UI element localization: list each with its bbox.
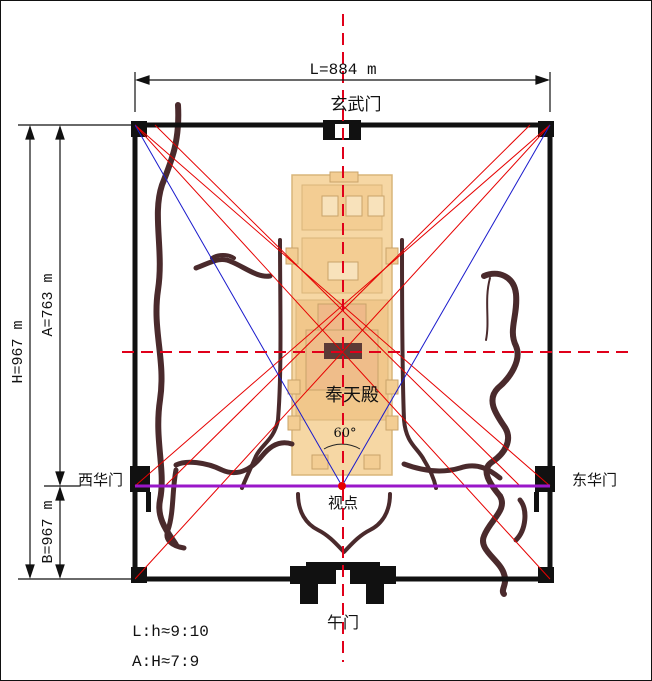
- gate-wing-se: [366, 582, 384, 604]
- label-north-gate: 玄武门: [331, 95, 382, 115]
- label-angle: 60°: [333, 426, 356, 441]
- label-height-a: A=763 m: [40, 273, 57, 336]
- label-south-gate: 午门: [327, 613, 359, 632]
- label-width: L=884 m: [309, 61, 376, 79]
- river-nw-loop: [210, 253, 236, 260]
- dim-arrow: [55, 486, 65, 501]
- view-cone: [134, 124, 551, 487]
- label-east-gate: 东华门: [572, 471, 617, 489]
- sight-lines: [134, 124, 551, 580]
- view-cone-right: [341, 124, 551, 487]
- label-ratio-2: A:H≈7:9: [132, 653, 199, 671]
- river-sw: [173, 440, 295, 476]
- dim-arrow: [55, 564, 65, 579]
- label-west-gate: 西华门: [78, 471, 123, 489]
- dim-width-arrow-right: [535, 75, 550, 85]
- palace-side-bldg: [287, 379, 301, 395]
- gate-wing-west: [146, 492, 151, 512]
- river-se-loop: [513, 497, 528, 543]
- palace-gate-s: [363, 454, 381, 470]
- sight-line: [154, 124, 521, 487]
- sight-line: [164, 124, 531, 487]
- river-east: [481, 270, 521, 499]
- palace-side-bldg: [287, 415, 301, 431]
- dim-width-arrow-left: [135, 75, 150, 85]
- river-inner-east: [400, 238, 438, 490]
- label-height-b: B=967 m: [40, 500, 57, 563]
- dim-arrow: [25, 125, 35, 140]
- dim-arrow: [25, 564, 35, 579]
- palace-bldg: [321, 195, 339, 217]
- rivers: [153, 102, 528, 597]
- gate-wing-east: [534, 492, 539, 512]
- viewpoint-marker: [338, 482, 346, 490]
- label-hall: 奉天殿: [325, 385, 379, 406]
- angle-arc: [323, 443, 361, 450]
- label-ratio-1: L:h≈9:10: [132, 623, 209, 641]
- palace-bldg: [367, 195, 385, 217]
- river-sw-loop: [164, 467, 187, 551]
- gate-wing-sw: [300, 582, 318, 604]
- river-west: [153, 102, 182, 548]
- gate-block-west: [130, 466, 150, 492]
- river-nw-branch: [193, 257, 273, 279]
- dim-arrow: [55, 471, 65, 486]
- dim-heights: [18, 124, 135, 580]
- palace-bldg: [345, 195, 363, 217]
- palace-side-bldg: [385, 415, 399, 431]
- label-height-total: H=967 m: [10, 320, 27, 383]
- dim-width: [134, 72, 551, 112]
- river-east-inlet: [485, 277, 491, 341]
- label-viewpoint: 视点: [328, 494, 358, 512]
- view-cone-left: [134, 124, 343, 487]
- palace-side-bldg: [385, 379, 399, 395]
- dim-arrow: [55, 125, 65, 140]
- river-se: [480, 493, 509, 597]
- gate-block-east: [535, 466, 555, 492]
- river-east-lower: [401, 461, 503, 481]
